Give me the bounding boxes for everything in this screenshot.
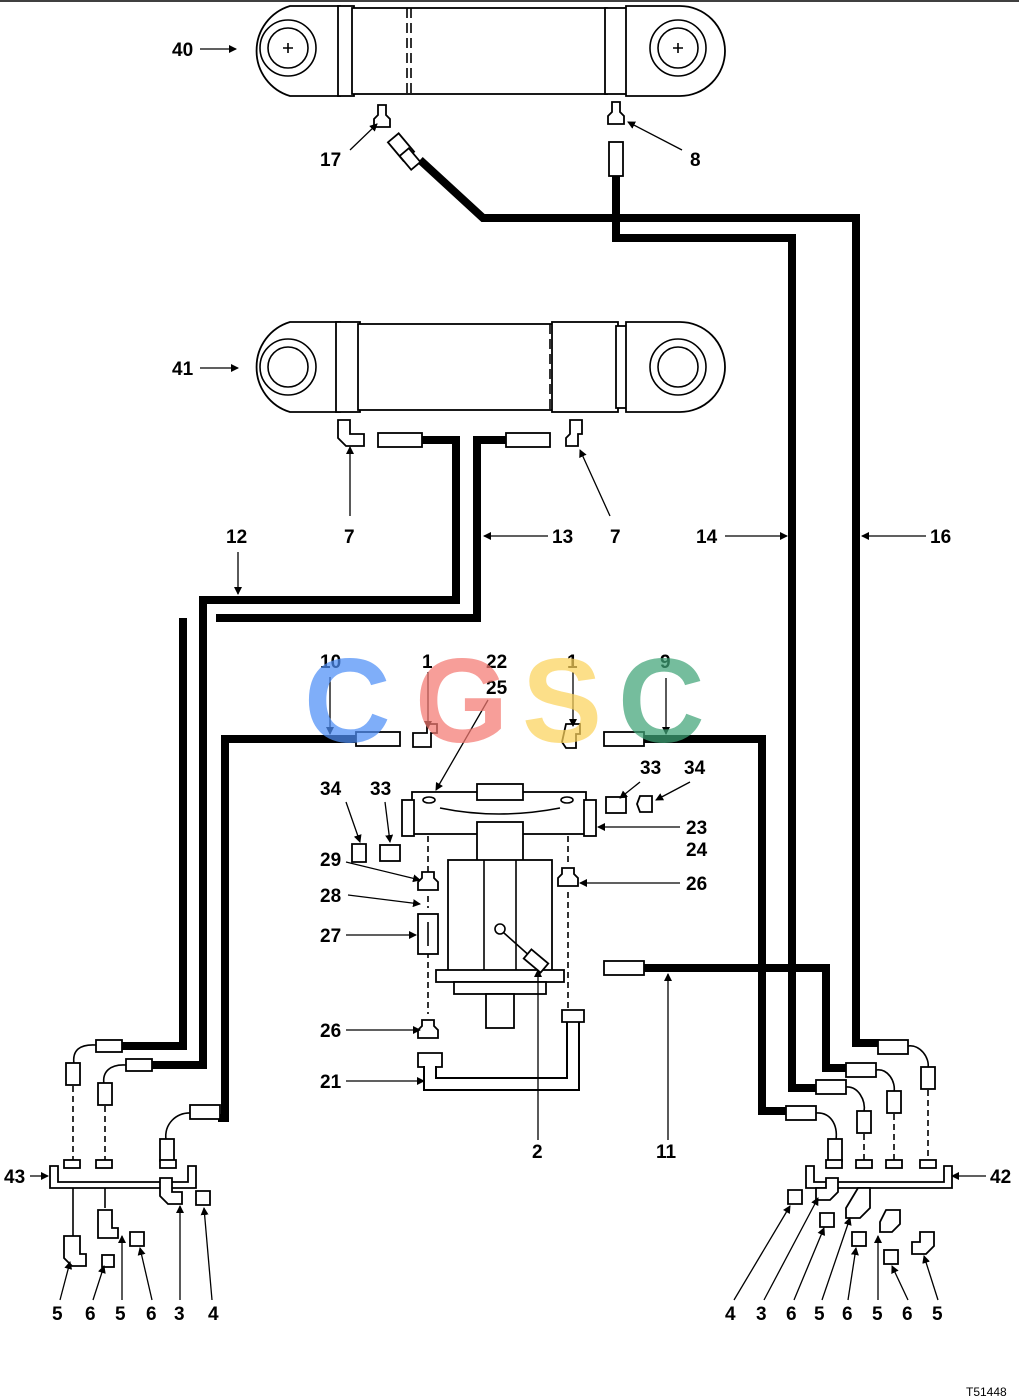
hose-14 [612,176,818,1092]
callout-1-left: 1 [422,652,433,673]
callout-5-right-b: 5 [872,1304,883,1325]
callout-22: 22 [486,652,507,673]
callout-24: 24 [686,840,708,861]
hose-11 [640,964,850,1072]
callout-8: 8 [690,150,701,171]
callout-13: 13 [552,527,573,548]
callout-21: 21 [320,1072,342,1093]
callout-27: 27 [320,926,341,947]
hose-16 [417,157,880,1047]
callout-17: 17 [320,150,341,171]
hose-12 [130,436,460,1069]
valve-assembly [351,783,653,1091]
watermark-letter-s: S [522,634,602,768]
cgsc-watermark: C G S C [304,634,705,768]
callout-41: 41 [172,359,194,380]
hose-fittings [337,101,645,976]
callout-5-left-a: 5 [52,1304,63,1325]
callout-7-left: 7 [344,527,355,548]
callout-labels: 40 17 8 41 7 7 12 13 14 16 10 1 22 25 1 … [4,40,1011,1399]
leader-lines [30,45,986,1301]
cylinder-40 [255,5,726,97]
callout-42: 42 [990,1167,1011,1188]
callout-34-right: 34 [684,758,706,779]
callout-6-right-c: 6 [902,1304,913,1325]
callout-28: 28 [320,886,341,907]
callout-4-left: 4 [208,1304,219,1325]
callout-25: 25 [486,678,508,699]
hoses [120,157,880,1122]
cylinder-41 [255,321,726,413]
callout-3-left: 3 [174,1304,185,1325]
callout-14: 14 [696,527,718,548]
manifold-42 [785,1039,953,1265]
manifold-43 [49,1039,221,1268]
callout-7-right: 7 [610,527,621,548]
callout-5-right-a: 5 [814,1304,825,1325]
callout-40: 40 [172,40,193,61]
callout-9: 9 [660,652,671,673]
callout-6-left-a: 6 [85,1304,96,1325]
hose-13-continued [120,618,187,1050]
callout-12: 12 [226,527,247,548]
callout-4-right: 4 [725,1304,736,1325]
callout-33-right: 33 [640,758,661,779]
callout-3-right: 3 [756,1304,767,1325]
callout-11: 11 [656,1142,677,1163]
callout-26-right: 26 [686,874,707,895]
callout-33-left: 33 [370,779,391,800]
callout-6-right-a: 6 [786,1304,797,1325]
callout-2: 2 [532,1142,543,1163]
drawing-code: T51448 [966,1385,1007,1399]
callout-23: 23 [686,818,707,839]
callout-10: 10 [320,652,341,673]
hose-10 [218,735,360,1122]
callout-29: 29 [320,850,341,871]
watermark-letter-c1: C [304,634,391,768]
watermark-letter-g: G [415,634,508,768]
callout-34-left: 34 [320,779,342,800]
watermark-letter-c2: C [618,634,705,768]
hose-9 [640,735,790,1115]
callout-26-left: 26 [320,1021,341,1042]
callout-16: 16 [930,527,951,548]
callout-6-right-b: 6 [842,1304,853,1325]
callout-6-left-b: 6 [146,1304,157,1325]
callout-43: 43 [4,1167,25,1188]
callout-1-right: 1 [567,652,578,673]
callout-5-right-c: 5 [932,1304,943,1325]
callout-5-left-b: 5 [115,1304,126,1325]
hose-13 [216,436,512,622]
